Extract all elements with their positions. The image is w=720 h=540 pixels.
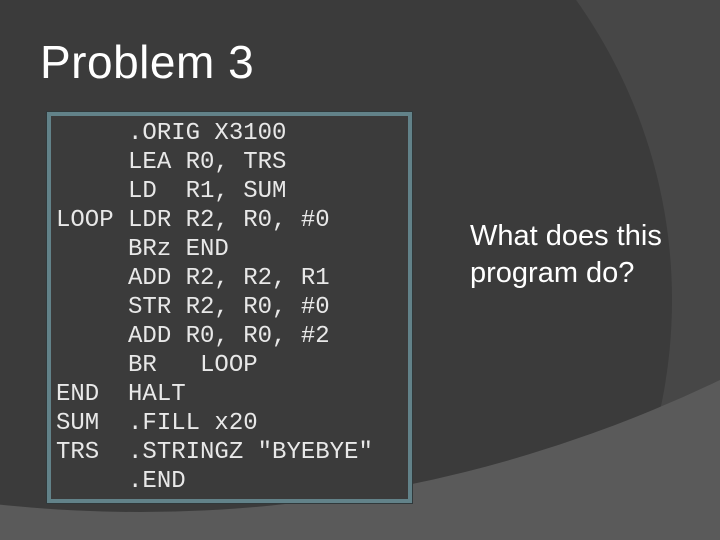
code-listing: .ORIG X3100 LEA R0, TRS LD R1, SUM LOOP … [56, 120, 373, 495]
code-box: .ORIG X3100 LEA R0, TRS LD R1, SUM LOOP … [47, 112, 412, 503]
question-text: What does this program do? [470, 220, 662, 289]
slide-title: Problem 3 [40, 36, 255, 88]
